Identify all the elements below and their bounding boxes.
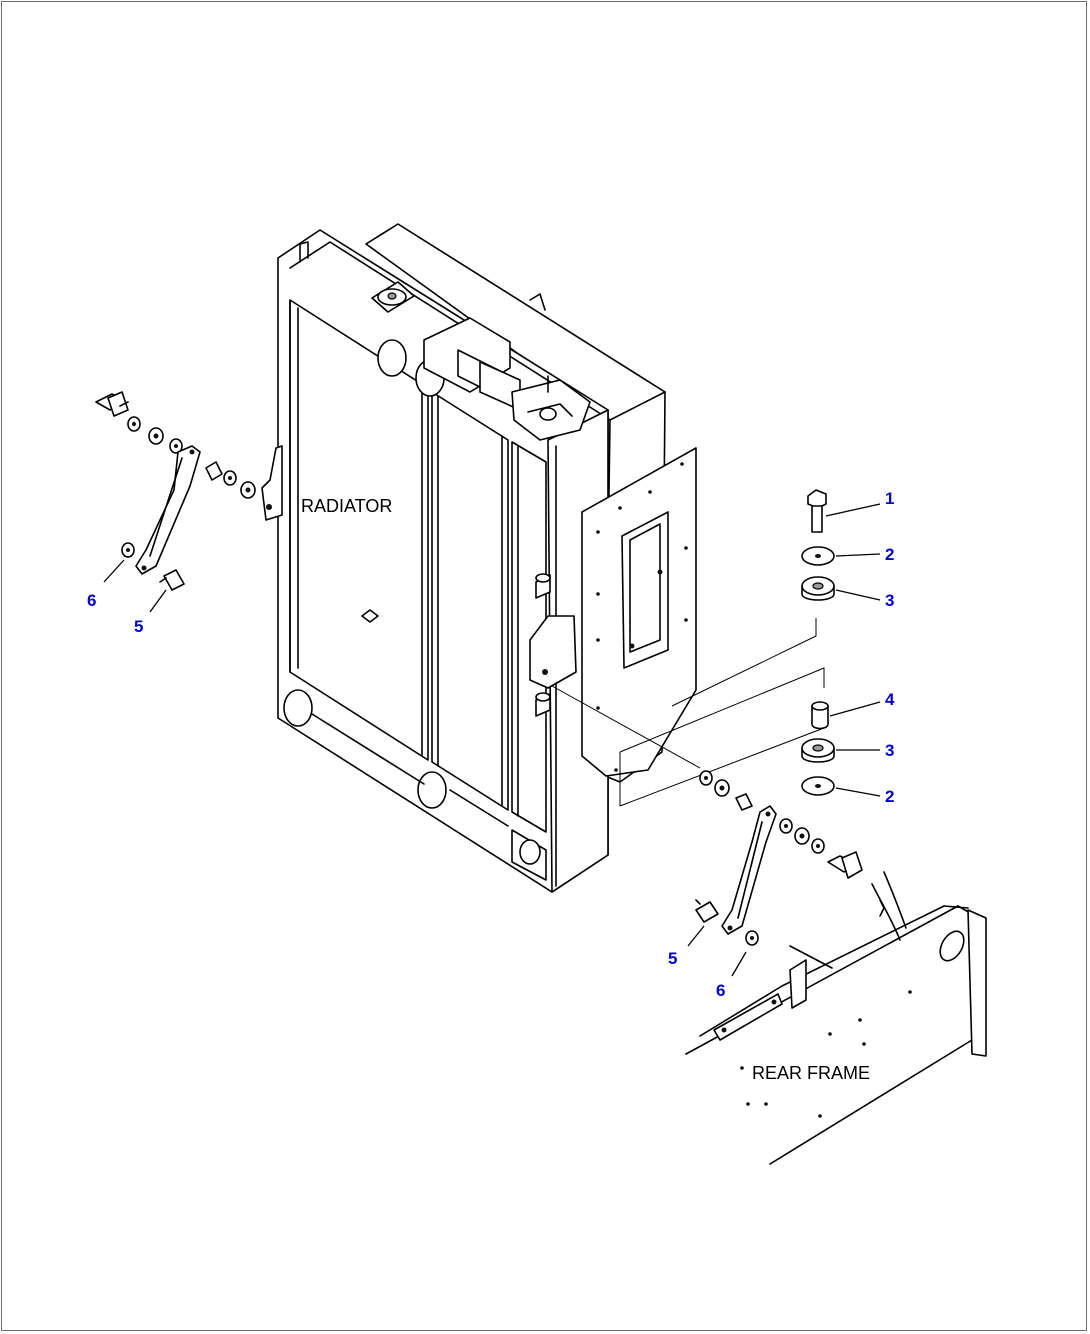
right-stay-assembly (695, 770, 863, 946)
callout-3-cushion-bottom: 3 (885, 741, 894, 760)
radiator-assembly (261, 223, 666, 893)
callout-5-left: 5 (134, 617, 143, 636)
rear-frame-label: REAR FRAME (752, 1063, 870, 1083)
leader-lines (103, 503, 881, 977)
projection-lines (551, 618, 825, 807)
mount-stack (801, 489, 835, 796)
callout-6-right: 6 (716, 981, 725, 1000)
radiator-label: RADIATOR (301, 496, 392, 516)
callout-3-cushion-top: 3 (885, 591, 894, 610)
frame-holes (740, 990, 912, 1118)
rear-frame (685, 871, 987, 1165)
callout-2-washer-top: 2 (885, 545, 894, 564)
callout-2-washer-bottom: 2 (885, 787, 894, 806)
shroud-holes (596, 462, 688, 772)
callout-4-collar: 4 (885, 690, 895, 709)
callout-5-right: 5 (668, 949, 677, 968)
left-stay-assembly (95, 391, 256, 591)
callout-6-left: 6 (87, 591, 96, 610)
side-shroud-plate (581, 447, 697, 777)
callout-1-bolt: 1 (885, 489, 894, 508)
